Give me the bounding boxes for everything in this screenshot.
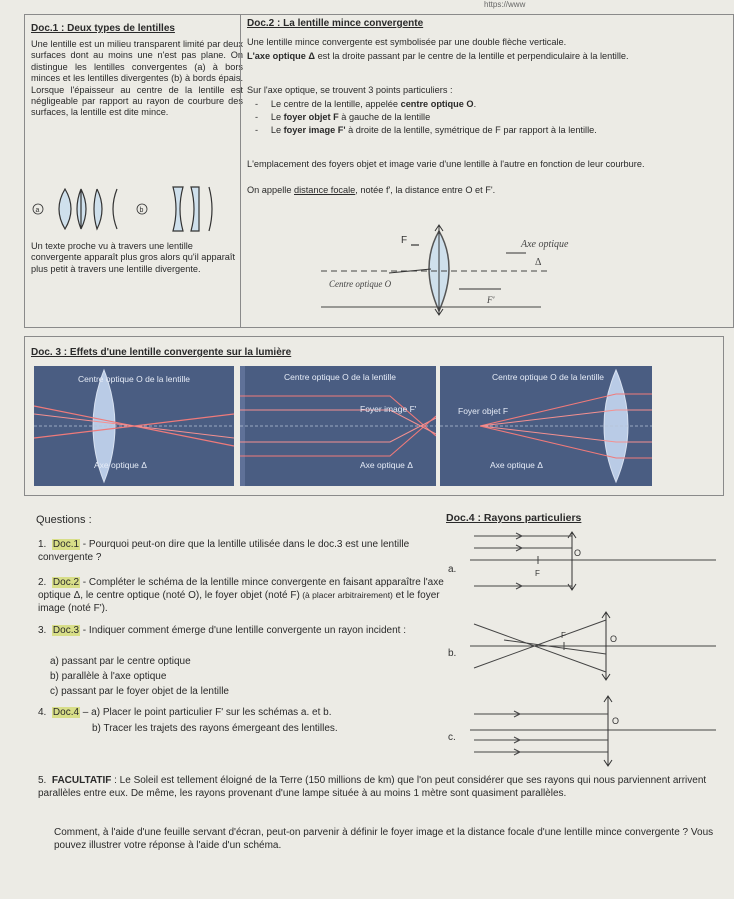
doc4-a-F: F [535,569,540,578]
q4-a: – a) Placer le point particulier F' sur … [80,707,332,718]
p1-centre-label: Centre optique O de la lentille [78,374,190,384]
doc2-box: Doc.2 : La lentille mince convergente Un… [240,14,734,328]
doc2-distance-focale: distance focale [294,185,356,195]
doc2-line5: On appelle distance focale, notée f', la… [247,185,727,196]
q4-ref: Doc.4 [51,707,81,718]
question-3: 3. Doc.3 - Indiquer comment émerge d'une… [38,624,444,637]
doc2-bullet1-bold: centre optique O [400,99,474,109]
doc2-line4: L'emplacement des foyers objet et image … [247,159,645,169]
question-2: 2. Doc.2 - Compléter le schéma de la len… [38,576,444,615]
doc2-bullet1: - Le centre de la lentille, appelée cent… [255,99,477,109]
doc2-bullet2-post: à gauche de la lentille [338,112,431,122]
doc4-b-F: F [561,631,566,640]
q3-ref: Doc.3 [51,625,81,636]
doc2-bullet1-pre: Le centre de la lentille, appelée [270,99,401,109]
q5-text: : Le Soleil est tellement éloigné de la … [38,775,707,799]
doc4-c-label: c. [448,732,456,743]
doc2-line5-pre: On appelle [247,185,294,195]
doc2-bullet3-pre: Le [270,125,284,135]
doc3-panel-foyer-image: Centre optique O de la lentille Foyer im… [240,366,436,486]
q3-c: c) passant par le foyer objet de la lent… [50,686,229,697]
q3-a: a) passant par le centre optique [50,656,191,667]
q2-text: - Compléter le schéma de la lentille min… [38,577,444,601]
doc4-c-O: O [612,716,619,726]
q1-text: - Pourquoi peut-on dire que la lentille … [38,539,410,563]
doc4-figure: a. F O b. F O c. [448,531,716,767]
hw-centre: Centre optique O [329,279,392,289]
q2-num: 2. [38,577,47,588]
doc2-bullet2-pre: Le [270,112,284,122]
q2-ref: Doc.2 [51,577,81,588]
doc1-paragraph-2: Un texte proche vu à travers une lentill… [31,241,236,274]
question-5: 5. FACULTATIF : Le Soleil est tellement … [38,774,714,800]
q4-b: b) Tracer les trajets des rayons émergea… [92,723,338,734]
doc2-line3: Sur l'axe optique, se trouvent 3 points … [247,85,453,95]
hw-F: F [401,235,407,246]
hw-axe: Axe optique [520,239,569,250]
doc2-bullet3: - Le foyer image F' à droite de la lenti… [255,125,597,135]
doc2-bullet3-post: à droite de la lentille, symétrique de F… [345,125,597,135]
p2-axe-label: Axe optique Δ [360,460,413,470]
doc2-line5-post: , notée f', la distance entre O et F'. [355,185,496,195]
doc4-b-label: b. [448,648,456,659]
url-fragment: https://www [484,0,526,9]
p1-axe-label: Axe optique Δ [94,460,147,470]
thin-lens-schematic: F Axe optique Δ Centre optique O F' [321,224,569,316]
doc2-axe-optique: L'axe optique Δ [247,51,316,61]
question-4: 4. Doc.4 – a) Placer le point particulie… [38,706,444,719]
hw-delta: Δ [535,257,542,268]
doc1-title: Doc.1 : Deux types de lentilles [31,23,175,34]
p2-centre-label: Centre optique O de la lentille [284,372,396,382]
q2-end: et le foyer image (noté F'). [38,590,440,614]
q3-text: - Indiquer comment émerge d'une lentille… [80,625,407,636]
q1-ref: Doc.1 [51,539,81,550]
doc3-panel-centre: Centre optique O de la lentille Axe opti… [34,366,234,486]
doc3-box: Doc. 3 : Effets d'une lentille convergen… [24,336,724,496]
p3-foyer-label: Foyer objet F [458,406,508,416]
doc1-box: Doc.1 : Deux types de lentilles Une lent… [24,14,249,328]
doc2-title: Doc.2 : La lentille mince convergente [247,18,424,29]
doc2-line2-rest: est la droite passant par le centre de l… [315,51,629,61]
doc2-bullet3-bold: foyer image F' [283,125,346,135]
question-1: 1. Doc.1 - Pourquoi peut-on dire que la … [38,538,444,564]
q1-num: 1. [38,539,47,550]
q3-num: 3. [38,625,47,636]
q4-num: 4. [38,707,47,718]
q5-text2: Comment, à l'aide d'une feuille servant … [54,827,714,851]
doc2-bullet1-post: . [473,99,477,109]
hw-Fp: F' [486,295,495,305]
doc2-bullet2: - Le foyer objet F à gauche de la lentil… [255,112,431,122]
q3-b: b) parallèle à l'axe optique [50,671,167,682]
lens-b-label: b [140,207,144,214]
doc4-a-O: O [574,548,581,558]
p2-foyer-label: Foyer image F' [360,404,417,414]
doc3-panel-foyer-objet: Centre optique O de la lentille Foyer ob… [440,366,652,486]
p3-axe-label: Axe optique Δ [490,460,543,470]
doc2-bullet2-bold: foyer objet F [283,112,339,122]
q5-bold: FACULTATIF [51,775,112,786]
q2-small: (à placer arbitrairement) [299,590,393,600]
lens-shapes-figure: a b [32,186,213,232]
doc2-line1: Une lentille mince convergente est symbo… [247,37,567,47]
doc1-paragraph: Une lentille est un milieu transparent l… [31,39,243,118]
p3-centre-label: Centre optique O de la lentille [492,372,604,382]
doc2-line2: L'axe optique Δ est la droite passant pa… [247,51,727,62]
lens-a-label: a [36,207,40,214]
doc4-a-label: a. [448,564,456,575]
q5-num: 5. [38,775,47,786]
doc3-title: Doc. 3 : Effets d'une lentille convergen… [31,347,292,358]
questions-title: Questions : [36,514,92,526]
doc4-b-O: O [610,634,617,644]
doc4-title: Doc.4 : Rayons particuliers [446,512,582,524]
